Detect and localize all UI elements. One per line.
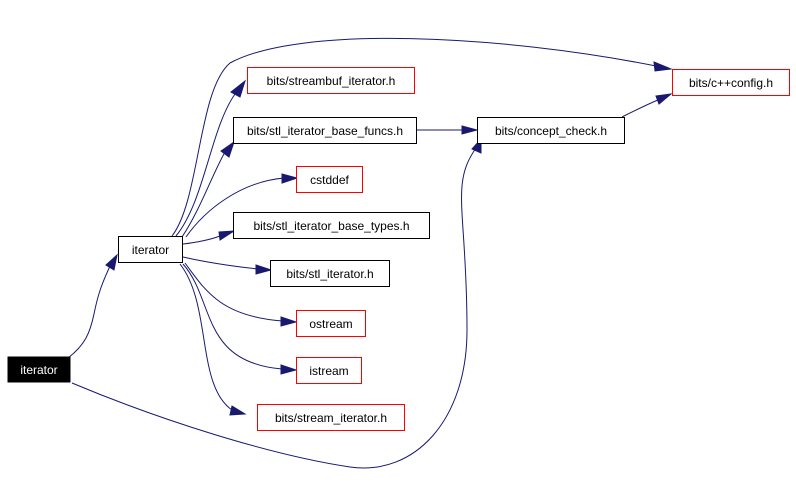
node-label: bits/streambuf_iterator.h [267,74,396,88]
edges [67,37,673,469]
node-stl-iterator[interactable]: bits/stl_iterator.h [270,260,390,287]
edge-iterator-to-istream [182,263,298,375]
node-istream[interactable]: istream [296,357,362,384]
node-cxxconfig[interactable]: bits/c++config.h [672,69,790,96]
edge-iterator-to-stream-iterator [179,263,247,416]
edge-stl-iterator-base-funcs-to-concept-check [416,125,479,135]
edge-iterator-to-ostream [184,262,298,327]
edge-iterator-to-stl-iterator-base-funcs [181,140,235,238]
node-label: cstddef [310,173,349,187]
edge-concept-check-to-cxxconfig [621,93,673,118]
edge-iterator-to-cstddef [185,173,299,238]
node-ostream[interactable]: ostream [296,310,366,337]
node-streambuf-iterator[interactable]: bits/streambuf_iterator.h [247,67,415,94]
node-label: bits/stream_iterator.h [275,411,387,425]
node-label: iterator [132,243,169,257]
node-concept-check[interactable]: bits/concept_check.h [477,117,625,144]
edge-iterator-to-stl-iterator-base-types [182,230,235,245]
nodes: iterator iterator bits/streambuf_iterato… [7,67,790,431]
node-label: ostream [309,317,352,331]
node-stream-iterator[interactable]: bits/stream_iterator.h [257,404,405,431]
edge-iterator-to-streambuf-iterator [175,79,246,237]
node-iterator-root[interactable]: iterator [7,356,71,383]
node-stl-iterator-base-types[interactable]: bits/stl_iterator_base_types.h [233,212,430,239]
node-cstddef[interactable]: cstddef [296,166,363,193]
node-label: bits/c++config.h [689,76,773,90]
edge-iterator-to-cxxconfig [171,37,673,237]
node-label: bits/stl_iterator.h [286,267,373,281]
node-label: bits/concept_check.h [495,124,607,138]
node-label: bits/stl_iterator_base_funcs.h [247,124,403,138]
edge-root-to-iterator [67,253,118,359]
node-iterator[interactable]: iterator [118,236,183,263]
node-stl-iterator-base-funcs[interactable]: bits/stl_iterator_base_funcs.h [233,117,417,144]
node-label: iterator [20,363,57,377]
node-label: bits/stl_iterator_base_types.h [253,219,409,233]
node-label: istream [309,364,348,378]
edge-iterator-to-stl-iterator [182,256,273,275]
